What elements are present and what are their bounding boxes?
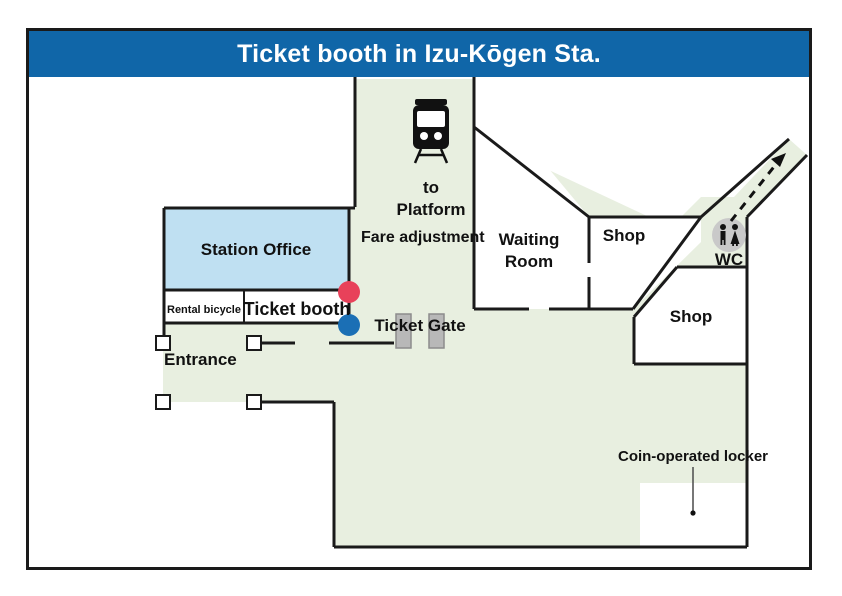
ticket-booth-strip	[164, 290, 349, 323]
ticket-gate-posts	[395, 313, 445, 349]
floorplan-svg: Station Office Rental bicycle Ticket boo…	[155, 77, 809, 549]
gate-post-left-icon	[395, 313, 412, 349]
concourse-right-fill	[163, 79, 807, 547]
ticket-booth-marker[interactable]	[338, 314, 360, 336]
wall-lines	[162, 77, 809, 549]
entrance-doors	[155, 335, 262, 410]
label-ticket-gate: Ticket Gate	[374, 316, 465, 335]
label-shop-upper: Shop	[603, 226, 646, 245]
entrance-door-lower-left	[155, 394, 171, 410]
concourse-area	[163, 79, 807, 547]
label-station-office: Station Office	[201, 240, 312, 259]
label-entrance: Entrance	[164, 350, 237, 369]
label-to-platform-line1: to	[423, 178, 439, 197]
train-icon	[413, 99, 449, 164]
fare-adjustment-marker[interactable]	[338, 281, 360, 303]
label-wc: WC	[715, 250, 743, 269]
gate-post-right-icon	[428, 313, 445, 349]
waiting-room-fill-main	[474, 127, 589, 309]
entrance-door-lower-right	[246, 394, 262, 410]
page-title: Ticket booth in Izu-Kōgen Sta.	[237, 39, 601, 68]
label-shop-lower: Shop	[670, 307, 713, 326]
label-fare-adjustment: Fare adjustment	[361, 229, 485, 246]
entrance-door-upper-right	[246, 335, 262, 351]
label-ticket-booth: Ticket booth	[244, 299, 351, 319]
shop-upper-shape	[589, 217, 701, 309]
restroom-icon	[712, 218, 746, 252]
map-frame: Ticket booth in Izu-Kōgen Sta.	[26, 28, 812, 570]
shop-lower-shape	[634, 267, 747, 364]
label-waiting-room-line1: Waiting	[499, 230, 560, 249]
label-rental-bicycle: Rental bicycle	[167, 304, 241, 316]
locker-leader-line	[690, 467, 696, 516]
label-coin-locker: Coin-operated locker	[618, 448, 768, 465]
station-office-shape	[164, 208, 349, 290]
label-waiting-room-line2: Room	[505, 252, 553, 271]
floor-map: Station Office Rental bicycle Ticket boo…	[29, 77, 809, 567]
title-bar: Ticket booth in Izu-Kōgen Sta.	[29, 31, 809, 77]
entrance-door-upper-left	[155, 335, 171, 351]
dashed-arrow-icon	[729, 153, 786, 222]
label-to-platform-line2: Platform	[397, 200, 466, 219]
